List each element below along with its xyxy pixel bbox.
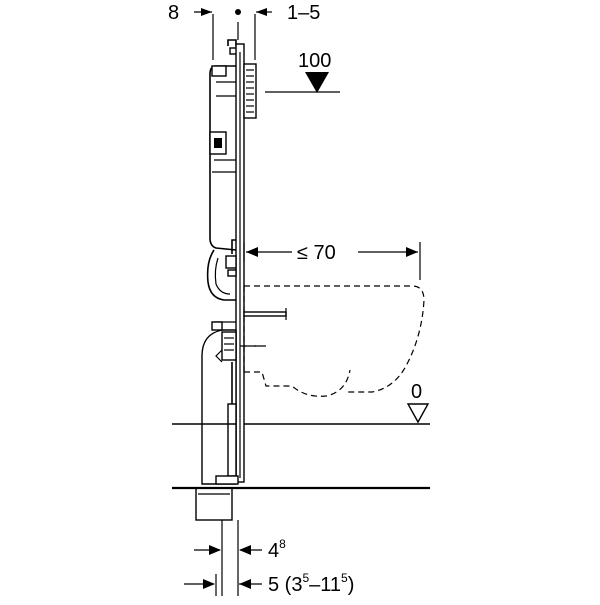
height-mark: 100 <box>265 50 340 93</box>
floor-level-marker: 0 <box>406 381 430 424</box>
dim-height-mark: 100 <box>298 50 331 72</box>
dim-bottom-lower: 5 (35–115) <box>268 571 354 596</box>
actuator-slots <box>246 69 254 113</box>
dim-floor-level: 0 <box>411 381 422 403</box>
depth-dimension: ≤ 70 <box>243 238 421 280</box>
threaded-rod <box>243 308 287 320</box>
dim-top-left: 8 <box>168 2 179 24</box>
drain-pipe <box>195 321 264 521</box>
top-dimension: 8 1–5 <box>168 2 320 60</box>
bottom-dimension: 48 5 (35–115) <box>184 520 354 596</box>
installation-frame <box>206 39 257 483</box>
floor-lines <box>172 423 430 490</box>
dim-top-right: 1–5 <box>287 2 320 24</box>
dim-depth-max: ≤ 70 <box>297 242 336 264</box>
wc-outline <box>243 285 425 397</box>
dim-bottom-upper: 48 <box>268 537 286 562</box>
